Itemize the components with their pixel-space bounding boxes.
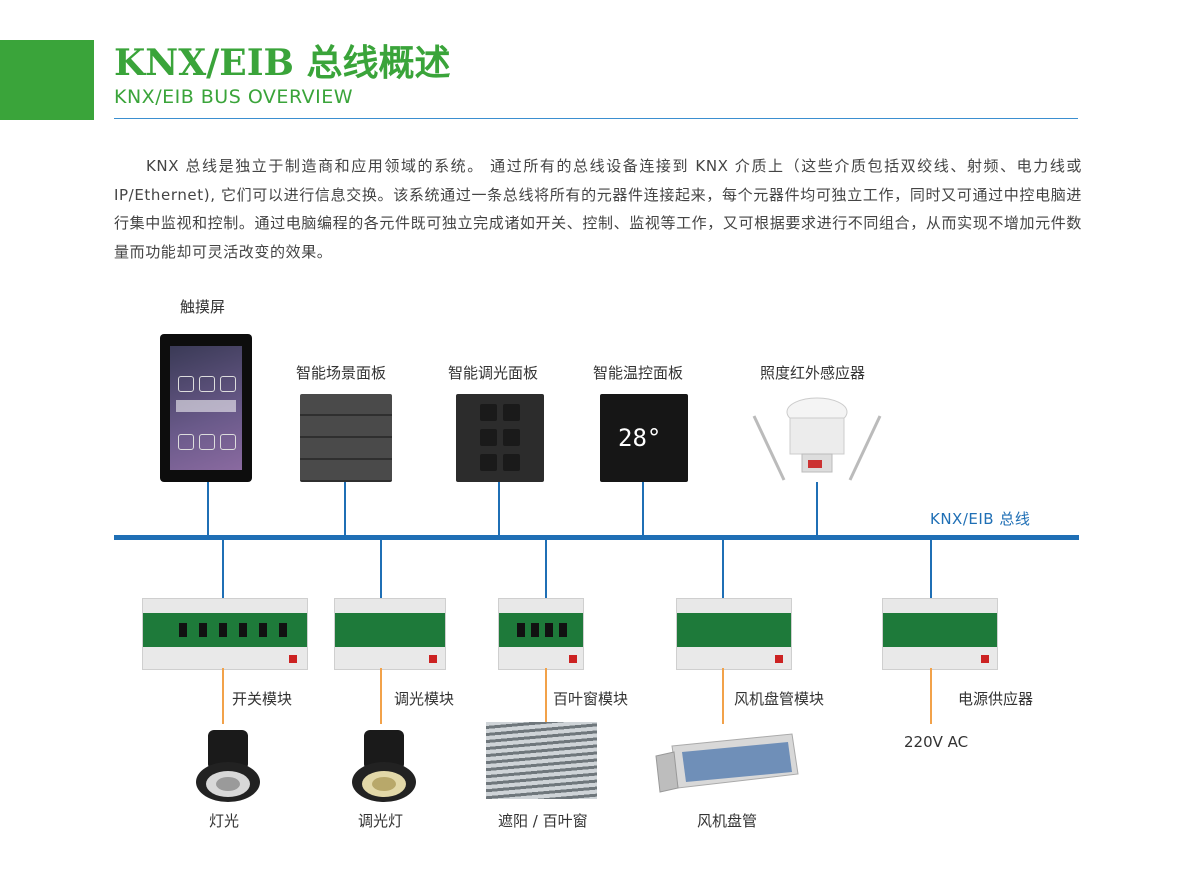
fcu-module-connector [722,540,724,598]
power-input-connector [930,668,932,724]
dimmer-panel-connector [498,482,500,536]
blinds-image [486,722,597,799]
fan-coil-label: 风机盘管 [697,812,758,830]
fcu-load-connector [722,668,724,724]
switch-module-device [142,598,308,670]
fcu-module-device [676,598,792,670]
power-supply-label: 电源供应器 [958,690,1034,708]
blinds-label: 遮阳 / 百叶窗 [498,812,588,830]
dimmer-module-connector [380,540,382,598]
dimmable-light-label: 调光灯 [358,812,404,830]
dimmable-light-image [352,730,416,802]
page-subtitle: KNX/EIB BUS OVERVIEW [114,86,353,108]
title-divider [114,118,1078,119]
blind-load-connector [545,668,547,722]
switch-load-connector [222,668,224,724]
touchscreen-device [160,334,252,482]
sensor-label: 照度红外感应器 [760,364,866,382]
power-input-label: 220V AC [904,733,969,751]
thermostat-readout: 28° [618,424,662,452]
scene-panel-device [300,394,392,482]
dimmer-panel-device [456,394,544,482]
header-accent-block [0,40,94,120]
touchscreen-label: 触摸屏 [180,298,226,316]
bus-label: KNX/EIB 总线 [930,510,1031,528]
scene-panel-label: 智能场景面板 [296,364,387,382]
thermostat-panel-device: 28° [600,394,688,482]
thermostat-connector [642,482,644,536]
fan-coil-image [655,733,799,793]
sensor-connector [816,482,818,536]
switch-module-label: 开关模块 [232,690,293,708]
fcu-module-label: 风机盘管模块 [734,690,825,708]
light-label: 灯光 [209,812,240,830]
touchscreen-connector [207,482,209,536]
power-supply-connector [930,540,932,598]
blind-module-device [498,598,584,670]
page-title: KNX/EIB 总线概述 [114,42,451,84]
dimmer-module-label: 调光模块 [394,690,455,708]
occupancy-sensor-device [752,397,882,481]
thermostat-panel-label: 智能温控面板 [593,364,684,382]
scene-panel-connector [344,482,346,536]
knx-bus-line [114,535,1079,540]
dimmer-module-device [334,598,446,670]
blind-module-label: 百叶窗模块 [553,690,629,708]
switch-module-connector [222,540,224,598]
intro-paragraph: KNX 总线是独立于制造商和应用领域的系统。 通过所有的总线设备连接到 KNX … [114,157,1082,261]
dimmer-panel-label: 智能调光面板 [448,364,539,382]
dimmer-load-connector [380,668,382,724]
blind-module-connector [545,540,547,598]
power-supply-device [882,598,998,670]
downlight-image [196,730,260,802]
